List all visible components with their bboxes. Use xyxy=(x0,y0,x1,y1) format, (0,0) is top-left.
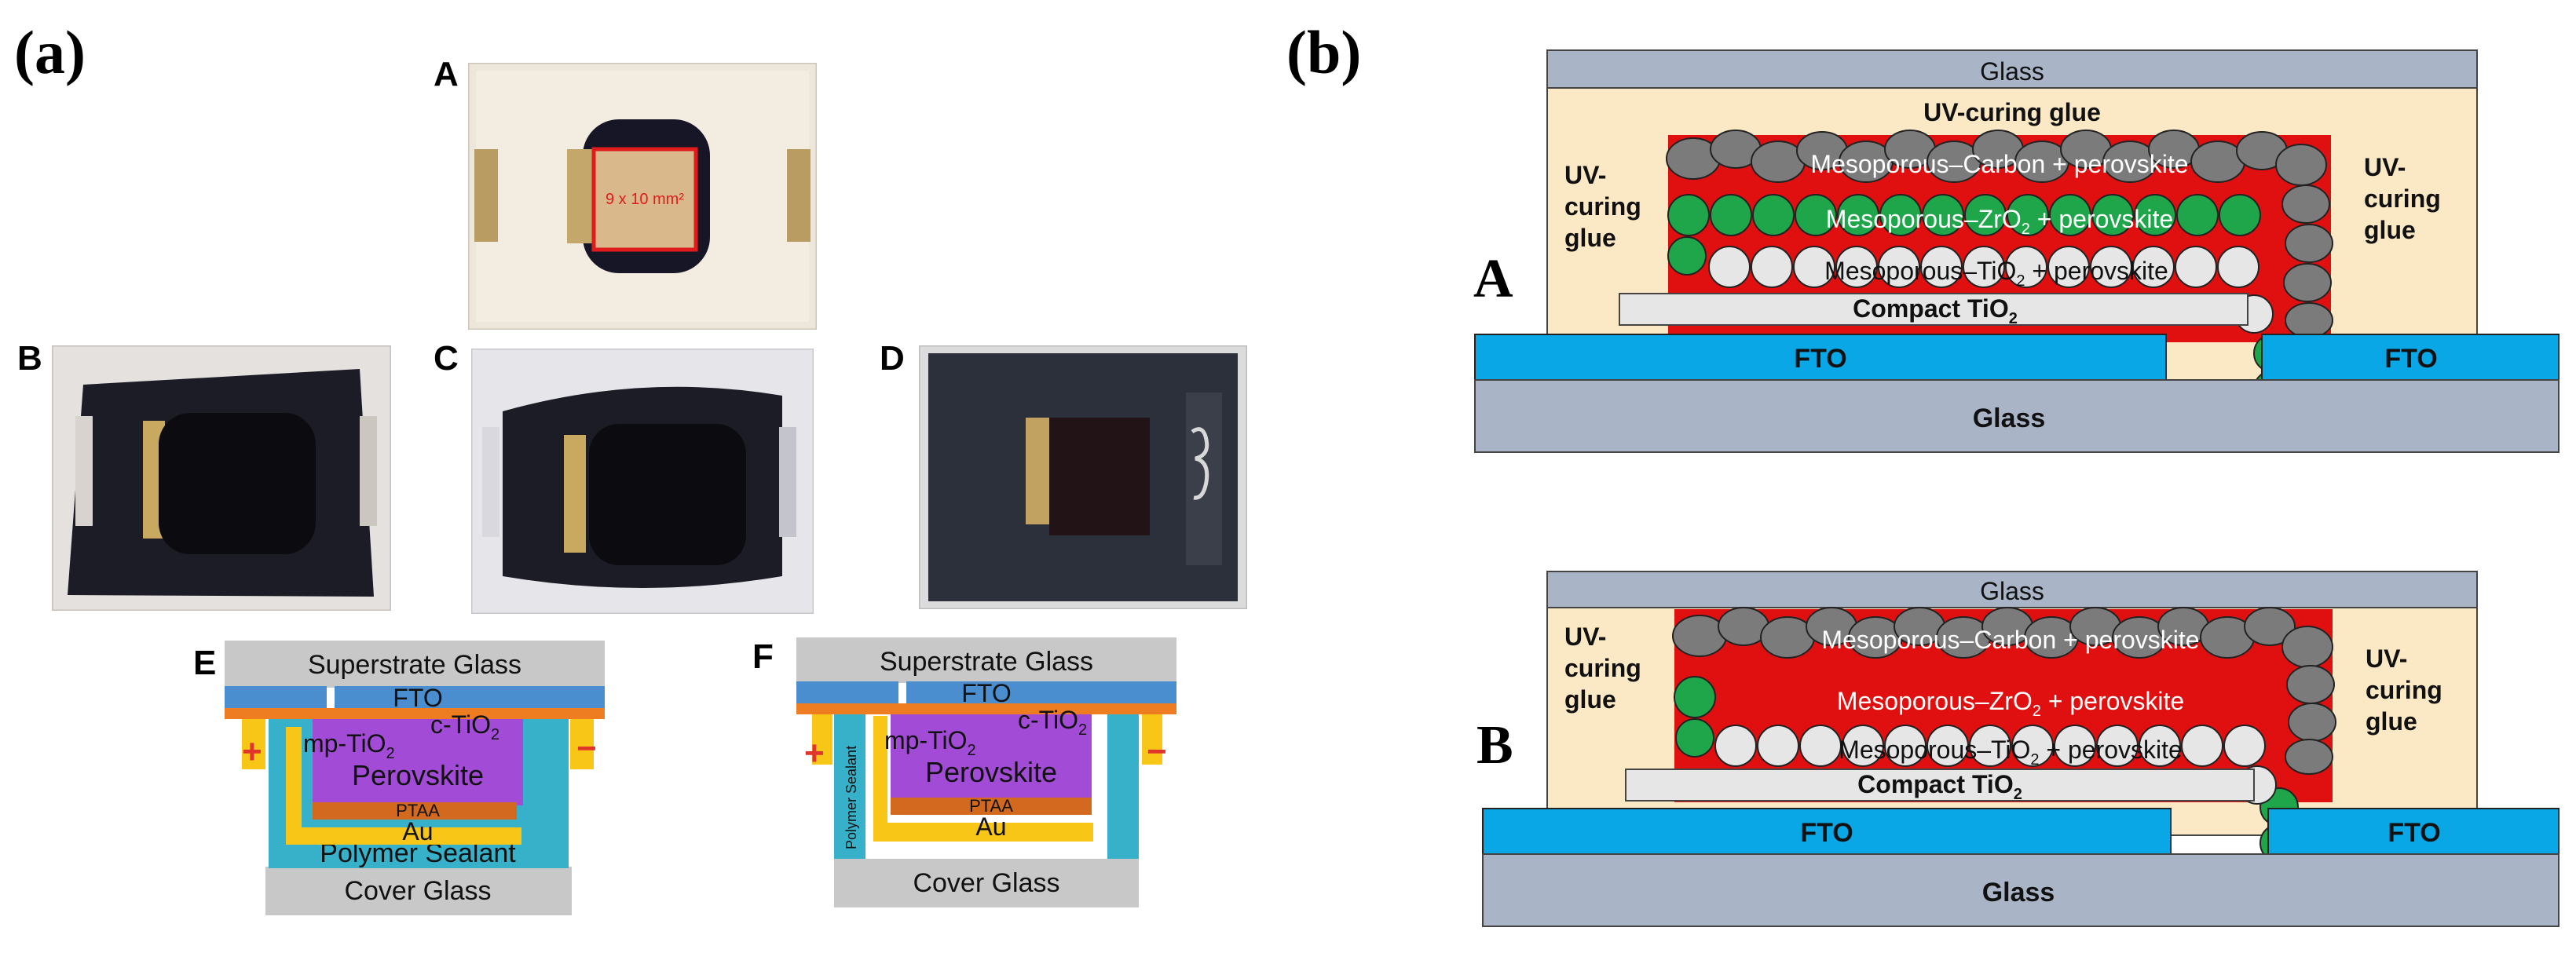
f-ptaa: PTAA xyxy=(969,796,1013,816)
photo-d xyxy=(919,345,1247,609)
b-carbon-layer: Mesoporous–Carbon + perovskite xyxy=(1821,626,2199,654)
f-fto: FTO xyxy=(961,679,1011,707)
photo-a-letter: A xyxy=(434,55,459,93)
f-plus: + xyxy=(804,734,825,772)
e-au: Au xyxy=(402,817,433,845)
a-uv-top: UV-curing glue xyxy=(1923,98,2101,126)
diagram-a-letter: A xyxy=(1473,249,1513,309)
f-polymer-sealant: Polymer Sealant xyxy=(843,746,859,849)
a-compact-tio2: Compact TiO2 xyxy=(1853,294,2018,327)
panel-b-label: (b) xyxy=(1286,18,1362,86)
a-tio2-layer: Mesoporous–TiO2 + perovskite xyxy=(1824,257,2168,290)
b-glass-top: Glass xyxy=(1980,577,2044,605)
b-fto-left: FTO xyxy=(1800,818,1853,848)
b-tio2-layer: Mesoporous–TiO2 + perovskite xyxy=(1839,736,2183,769)
f-cover-glass: Cover Glass xyxy=(913,868,1059,898)
b-compact-tio2: Compact TiO2 xyxy=(1857,770,2022,803)
diagram-b-letter: B xyxy=(1476,715,1513,776)
a-zro2-layer: Mesoporous–ZrO2 + perovskite xyxy=(1826,205,2173,238)
photo-c-letter: C xyxy=(434,339,459,378)
schematic-f-letter: F xyxy=(752,637,774,676)
panel-a-label: (a) xyxy=(14,18,86,86)
e-superstrate-glass: Superstrate Glass xyxy=(308,650,521,680)
f-au: Au xyxy=(975,812,1006,841)
e-cover-glass: Cover Glass xyxy=(344,876,491,906)
e-fto: FTO xyxy=(393,684,442,712)
a-glass-bottom: Glass xyxy=(1973,403,2046,433)
e-mp-tio2: mp-TiO2 xyxy=(303,729,395,762)
f-perovskite: Perovskite xyxy=(925,756,1057,788)
f-c-tio2: c-TiO2 xyxy=(1018,706,1087,739)
f-mp-tio2: mp-TiO2 xyxy=(884,726,976,759)
e-perovskite: Perovskite xyxy=(352,759,484,791)
f-superstrate-glass: Superstrate Glass xyxy=(880,647,1093,677)
photo-c xyxy=(471,349,814,614)
schematic-e: Cover Glass Polymer Sealant Superstrate … xyxy=(225,641,605,915)
schematic-e-letter: E xyxy=(193,644,217,682)
a-glass-top: Glass xyxy=(1980,57,2044,86)
b-fto-right: FTO xyxy=(2388,818,2440,848)
a-carbon-layer: Mesoporous–Carbon + perovskite xyxy=(1810,150,2188,178)
e-plus: + xyxy=(242,732,262,771)
b-zro2-layer: Mesoporous–ZrO2 + perovskite xyxy=(1837,687,2184,720)
photo-b xyxy=(52,345,391,611)
a-fto-left: FTO xyxy=(1794,344,1846,374)
b-glass-bottom: Glass xyxy=(1982,878,2055,907)
photo-b-letter: B xyxy=(17,339,42,378)
photo-d-letter: D xyxy=(880,339,905,378)
photo-a-size-text: 9 x 10 mm² xyxy=(606,191,684,208)
schematic-f: Cover Glass Polymer Sealant Superstrate … xyxy=(796,637,1176,907)
e-c-tio2: c-TiO2 xyxy=(430,710,499,743)
a-fto-right: FTO xyxy=(2384,344,2437,374)
photo-a: 9 x 10 mm² xyxy=(468,63,817,330)
f-minus: − xyxy=(1147,732,1167,771)
e-minus: − xyxy=(576,729,597,768)
e-ptaa: PTAA xyxy=(396,801,440,820)
